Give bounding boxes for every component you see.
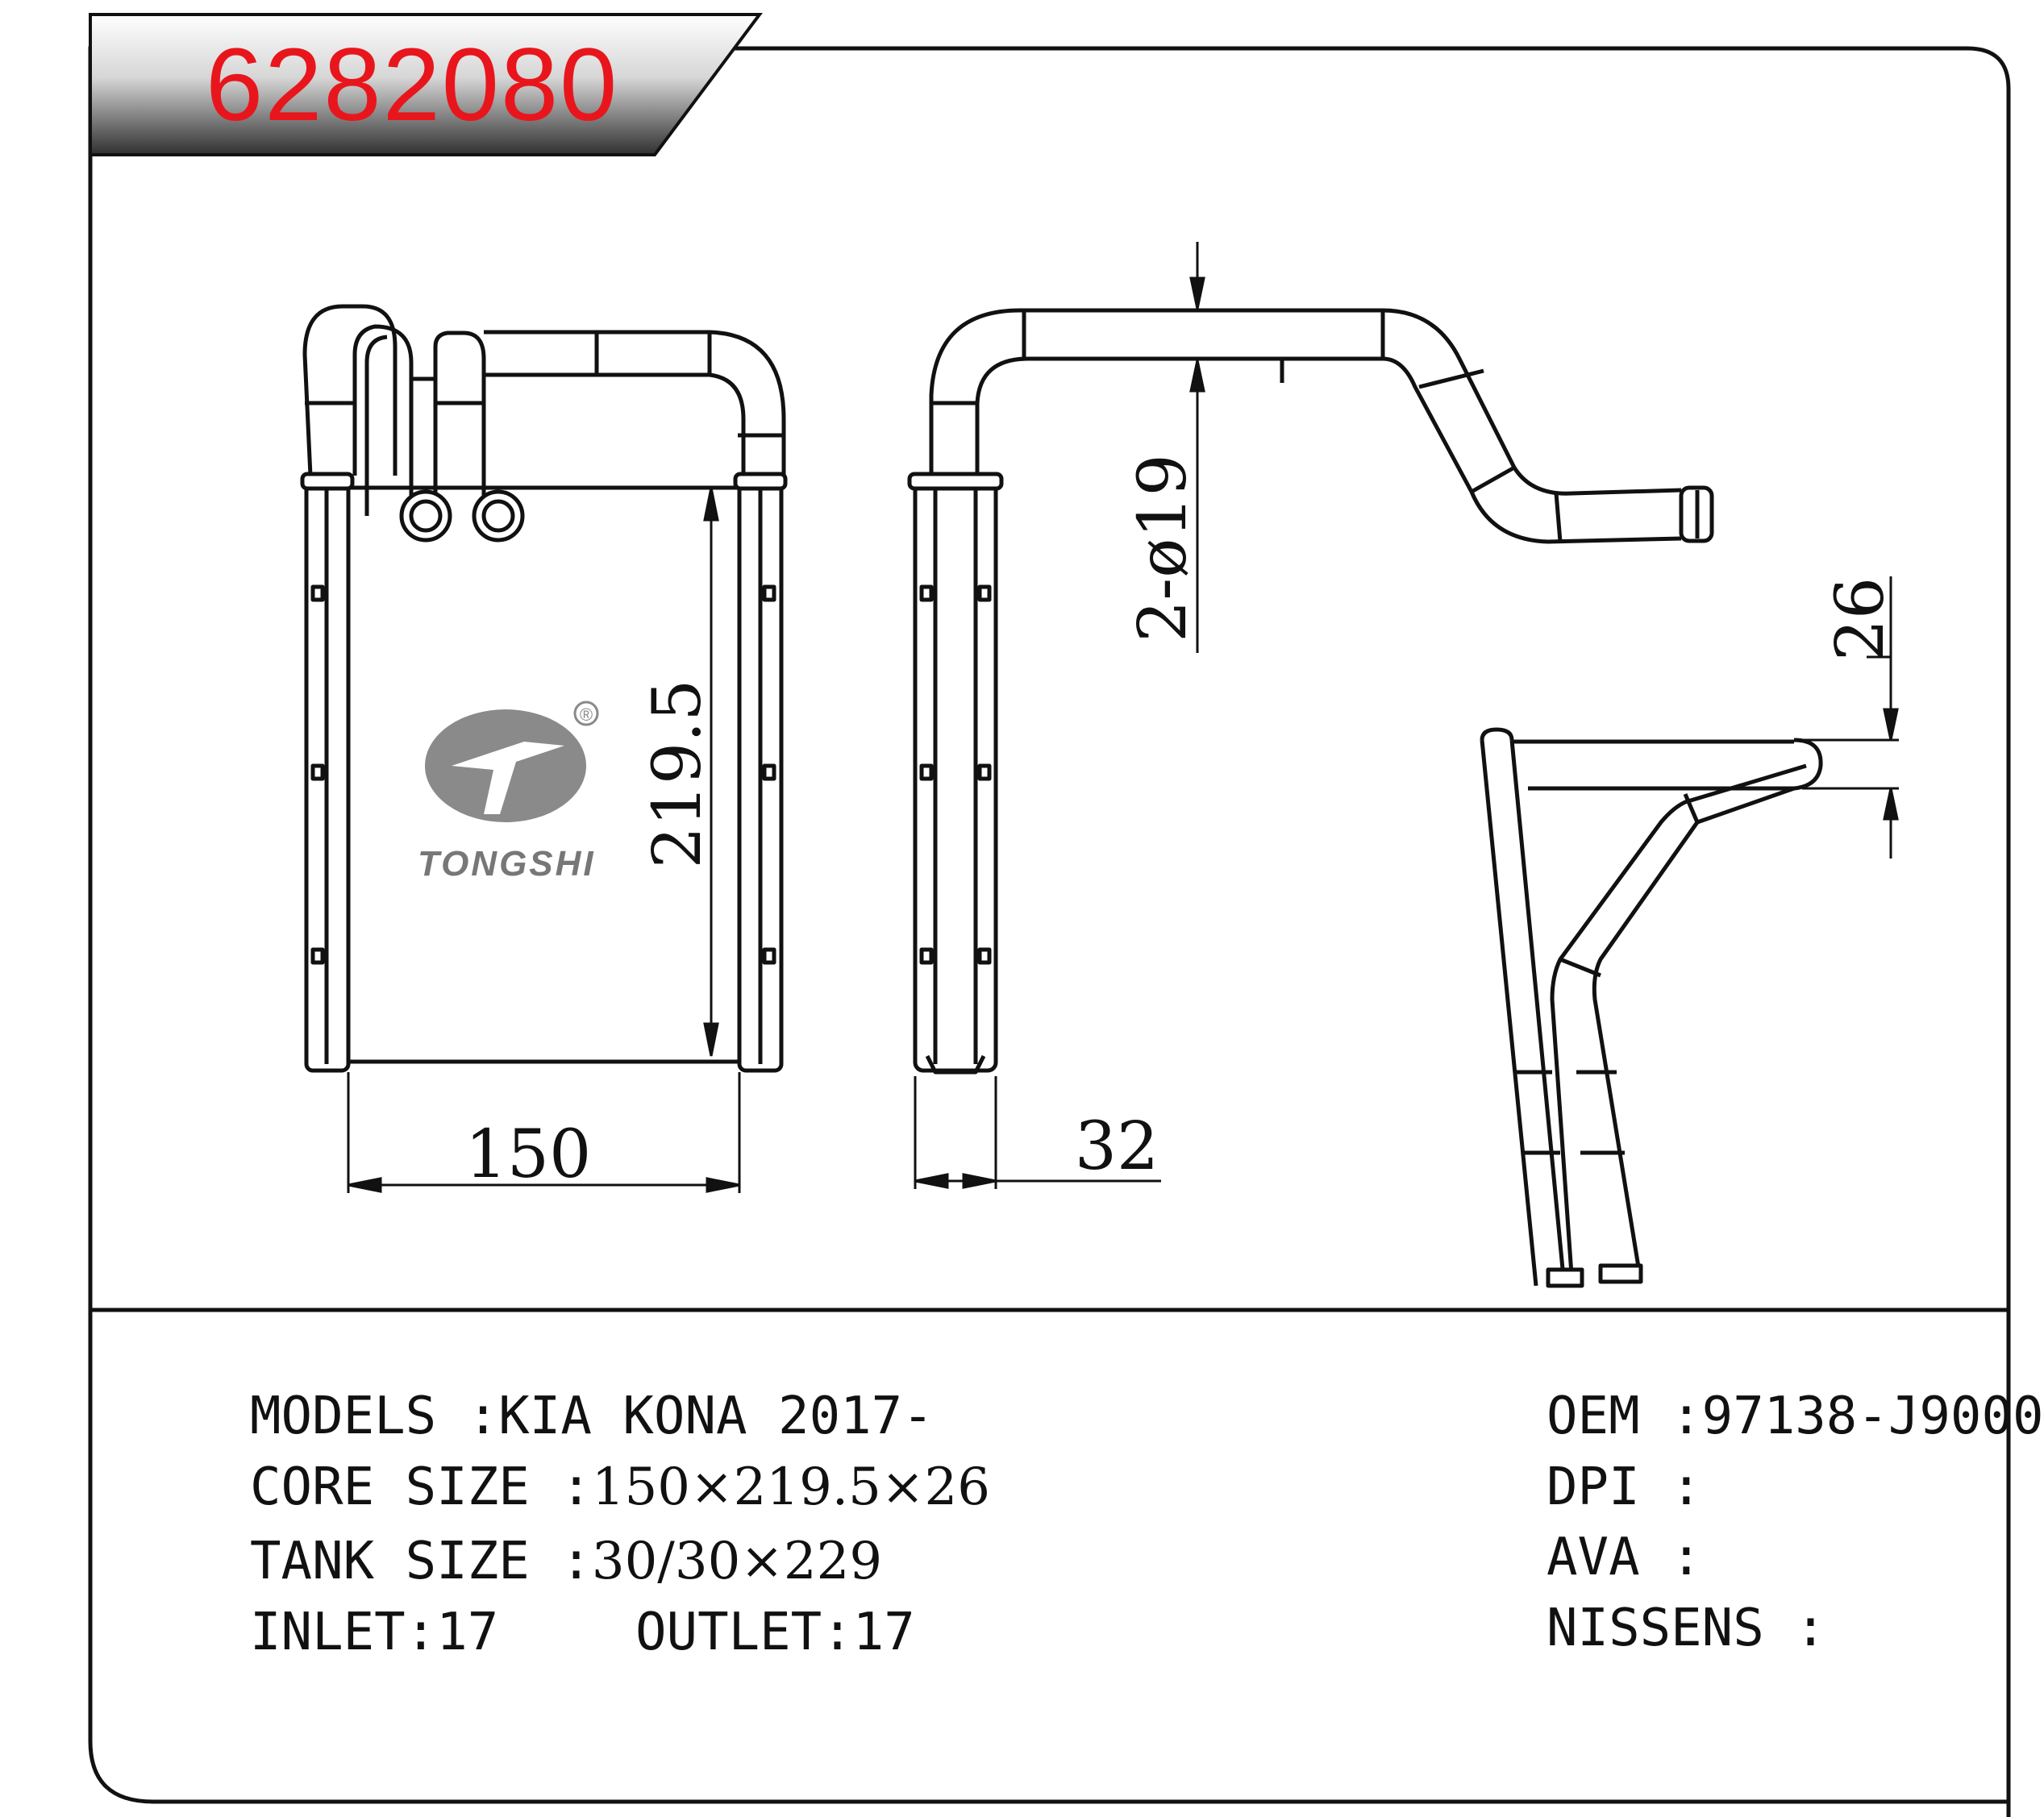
inlet-pipe	[302, 304, 398, 476]
dim-tank-depth: 32	[1075, 1108, 1159, 1185]
outlet-port	[472, 489, 525, 543]
core-size-label: CORE SIZE :	[250, 1457, 592, 1517]
title-tab	[89, 13, 763, 156]
nissens-label: NISSENS :	[1547, 1599, 1826, 1658]
top-pipe	[1793, 738, 1823, 791]
spec-outlet: OUTLET:17	[635, 1607, 915, 1658]
side-dimensions	[914, 242, 1205, 1189]
dim-width: 150	[465, 1116, 592, 1193]
registered-mark: ®	[580, 705, 593, 725]
spec-inlet: INLET:17	[250, 1607, 498, 1658]
models-label: MODELS :	[250, 1387, 499, 1446]
core-size-value: 150×219.5×26	[591, 1457, 990, 1517]
dim-height: 219.5	[639, 680, 716, 869]
tank-size-label: TANK SIZE :	[250, 1532, 592, 1591]
brand-logo	[425, 701, 599, 822]
outlet-value: 17	[852, 1603, 915, 1662]
inlet-port	[399, 489, 452, 543]
inlet-value: 17	[436, 1603, 499, 1662]
top-tank	[1480, 739, 1567, 1287]
front-dimensions	[347, 487, 741, 1193]
dpi-label: DPI :	[1547, 1457, 1702, 1517]
spec-models: MODELS :KIA KONA 2017-	[250, 1391, 934, 1442]
dim-core-depth: 26	[1822, 577, 1899, 661]
return-pipe	[484, 330, 786, 476]
sheet-border	[88, 46, 2011, 1817]
ava-label: AVA :	[1547, 1528, 1702, 1587]
top-dimensions	[1802, 576, 1899, 859]
part-number: 6282080	[206, 27, 619, 143]
dim-pipe: 2-ø19	[1125, 454, 1201, 642]
tank-size-value: 30/30×229	[591, 1532, 883, 1591]
inlet-label: INLET:	[250, 1603, 437, 1662]
spec-tank-size: TANK SIZE :30/30×229	[250, 1536, 882, 1587]
side-view	[907, 308, 1714, 1075]
spec-oem: OEM :97138-J9000	[1547, 1391, 2044, 1442]
spec-ava: AVA :	[1547, 1532, 1702, 1583]
top-view	[1480, 727, 1823, 1288]
spec-core-size: CORE SIZE :150×219.5×26	[250, 1462, 990, 1513]
outlet-label: OUTLET:	[635, 1603, 853, 1662]
brand-name: TONGSHI	[418, 844, 596, 884]
oem-value: 97138-J9000	[1701, 1387, 2044, 1446]
models-value: KIA KONA 2017-	[498, 1387, 934, 1446]
outlet-pipe	[433, 331, 486, 508]
side-pipe	[929, 308, 1682, 496]
spec-nissens: NISSENS :	[1547, 1603, 1826, 1654]
oem-label: OEM :	[1547, 1387, 1702, 1446]
spec-dpi: DPI :	[1547, 1462, 1702, 1513]
